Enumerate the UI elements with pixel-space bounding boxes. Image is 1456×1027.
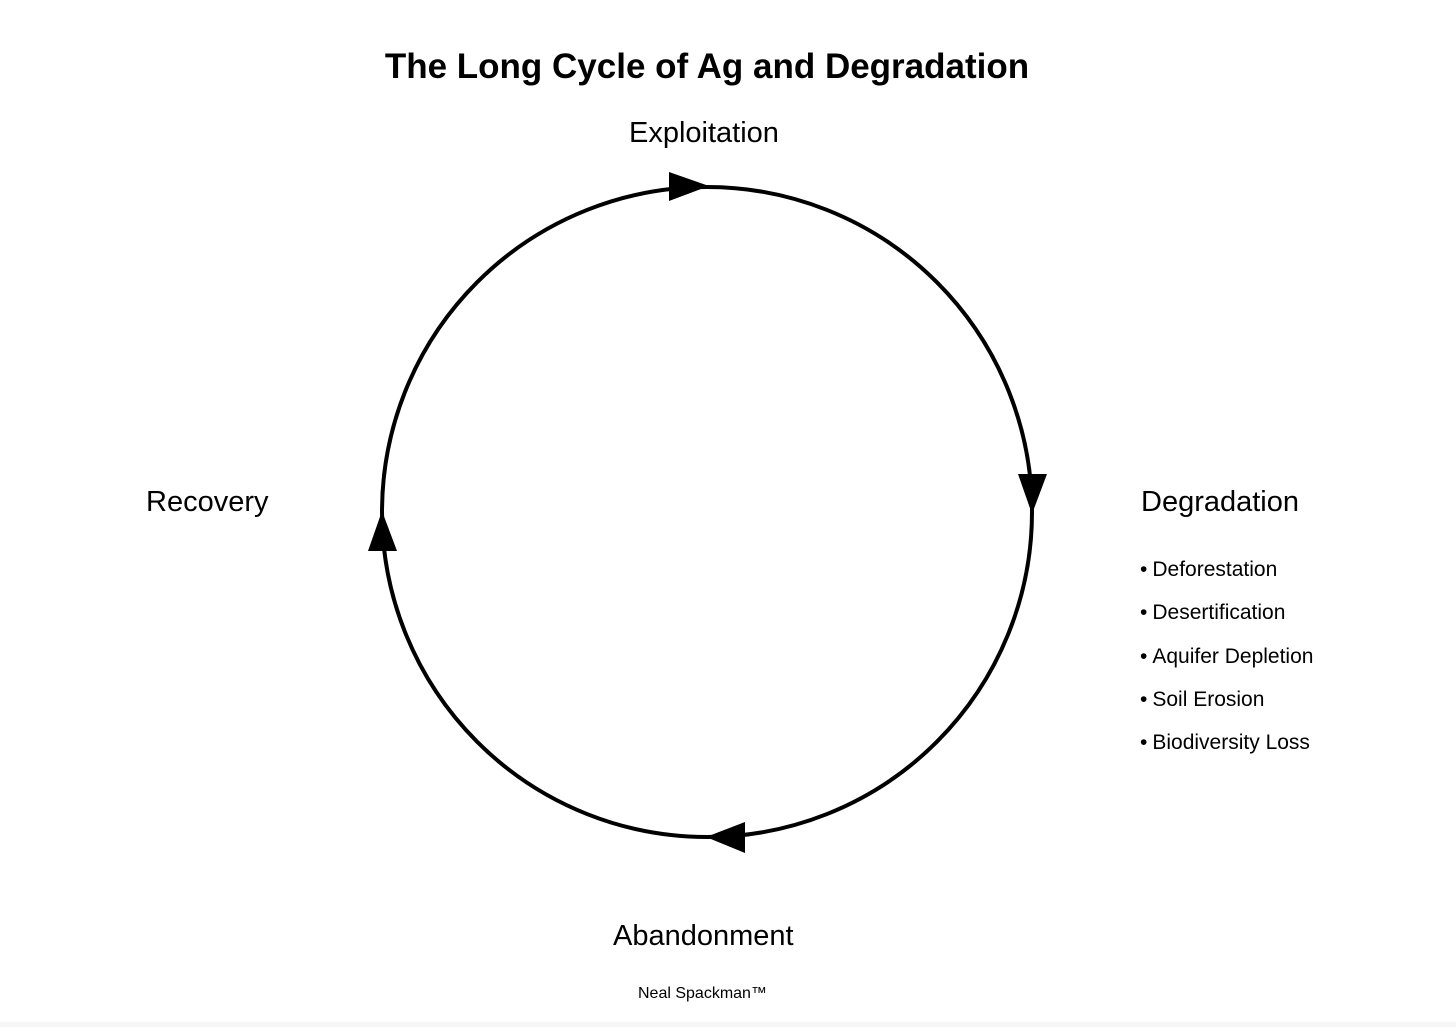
diagram-title: The Long Cycle of Ag and Degradation: [384, 47, 1030, 86]
stage-label-exploitation: Exploitation: [629, 117, 779, 149]
list-item-label: Aquifer Depletion: [1152, 644, 1314, 668]
cycle-circle: [380, 185, 1034, 839]
stage-label-degradation: Degradation: [1141, 486, 1299, 518]
degradation-list: •Deforestation •Desertification •Aquifer…: [1140, 557, 1313, 773]
arrow-to-recovery: [368, 511, 397, 551]
list-item-label: Deforestation: [1152, 558, 1278, 581]
bullet-icon: •: [1140, 644, 1148, 668]
bullet-icon: •: [1140, 558, 1148, 581]
list-item: •Soil Erosion: [1140, 687, 1313, 730]
list-item-label: Biodiversity Loss: [1152, 731, 1310, 755]
author-credit: Neal Spackman™: [638, 985, 767, 1002]
list-item-label: Desertification: [1152, 601, 1286, 625]
arrow-to-abandonment: [706, 822, 745, 853]
bullet-icon: •: [1140, 601, 1148, 625]
list-item: •Biodiversity Loss: [1140, 730, 1313, 773]
stage-label-recovery: Recovery: [146, 486, 269, 518]
stage-label-abandonment: Abandonment: [613, 920, 794, 952]
arrow-to-degradation: [1018, 474, 1047, 514]
list-item-label: Soil Erosion: [1152, 687, 1265, 711]
footer-strip: [0, 1022, 1456, 1027]
list-item: •Aquifer Depletion: [1140, 644, 1313, 687]
list-item: •Deforestation: [1140, 557, 1313, 600]
bullet-icon: •: [1140, 731, 1148, 755]
bullet-icon: •: [1140, 687, 1148, 711]
list-item: •Desertification: [1140, 600, 1313, 643]
arrow-to-exploitation: [669, 172, 709, 201]
